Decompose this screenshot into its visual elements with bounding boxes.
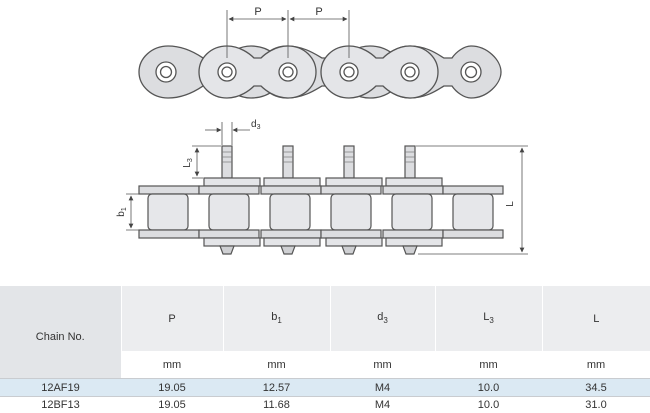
chain-spec-table: Chain No. P b1 d3 L3 L mm mm mm mm mm 12… (0, 286, 650, 413)
pin-hole (156, 62, 176, 82)
pitch-label-left: P (254, 6, 261, 18)
pin-hole (279, 63, 297, 81)
value-cell: M4 (330, 397, 435, 413)
d3-label: d3 (251, 119, 261, 131)
header-b1: b1 (223, 286, 330, 351)
chain-number: 12BF13 (0, 397, 121, 413)
inner-plate-top (139, 186, 503, 194)
inner-plate-bottom (139, 230, 503, 238)
unit-cell: mm (542, 351, 650, 379)
roller (148, 194, 493, 230)
d3-dimension (205, 122, 250, 145)
b1-dimension (126, 194, 147, 230)
unit-cell: mm (330, 351, 435, 379)
pin-hole (461, 62, 481, 82)
pitch-label-right: P (315, 6, 322, 18)
unit-cell: mm (223, 351, 330, 379)
value-cell: 19.05 (121, 379, 223, 397)
value-cell: 12.57 (223, 379, 330, 397)
outer-plate-top (204, 178, 442, 186)
b1-label: b1 (116, 207, 128, 217)
extended-pin (222, 146, 415, 178)
value-cell: 11.68 (223, 397, 330, 413)
chain-technical-drawing: P P (0, 0, 650, 286)
chain-number: 12AF19 (0, 379, 121, 397)
table-row: 12AF19 19.05 12.57 M4 10.0 34.5 (0, 379, 650, 397)
l3-label: L3 (182, 158, 194, 168)
pin-hole (401, 63, 419, 81)
chain-top-view (139, 46, 501, 98)
value-cell: 34.5 (542, 379, 650, 397)
l3-dimension (192, 146, 221, 178)
header-d3: d3 (330, 286, 435, 351)
table-units-row: mm mm mm mm mm (0, 351, 650, 379)
l-label: L (505, 201, 516, 207)
value-cell: 10.0 (435, 397, 542, 413)
value-cell: M4 (330, 379, 435, 397)
chain-no-header: Chain No. (0, 286, 121, 351)
header-p: P (121, 286, 223, 351)
pin-head (220, 246, 417, 254)
units-blank (0, 351, 121, 379)
pin-hole (218, 63, 236, 81)
outer-plate-bottom (204, 238, 442, 246)
pin-hole (340, 63, 358, 81)
header-l3: L3 (435, 286, 542, 351)
value-cell: 10.0 (435, 379, 542, 397)
table-header-row: Chain No. P b1 d3 L3 L (0, 286, 650, 351)
unit-cell: mm (435, 351, 542, 379)
header-l: L (542, 286, 650, 351)
unit-cell: mm (121, 351, 223, 379)
value-cell: 19.05 (121, 397, 223, 413)
table-row: 12BF13 19.05 11.68 M4 10.0 31.0 (0, 397, 650, 413)
value-cell: 31.0 (542, 397, 650, 413)
